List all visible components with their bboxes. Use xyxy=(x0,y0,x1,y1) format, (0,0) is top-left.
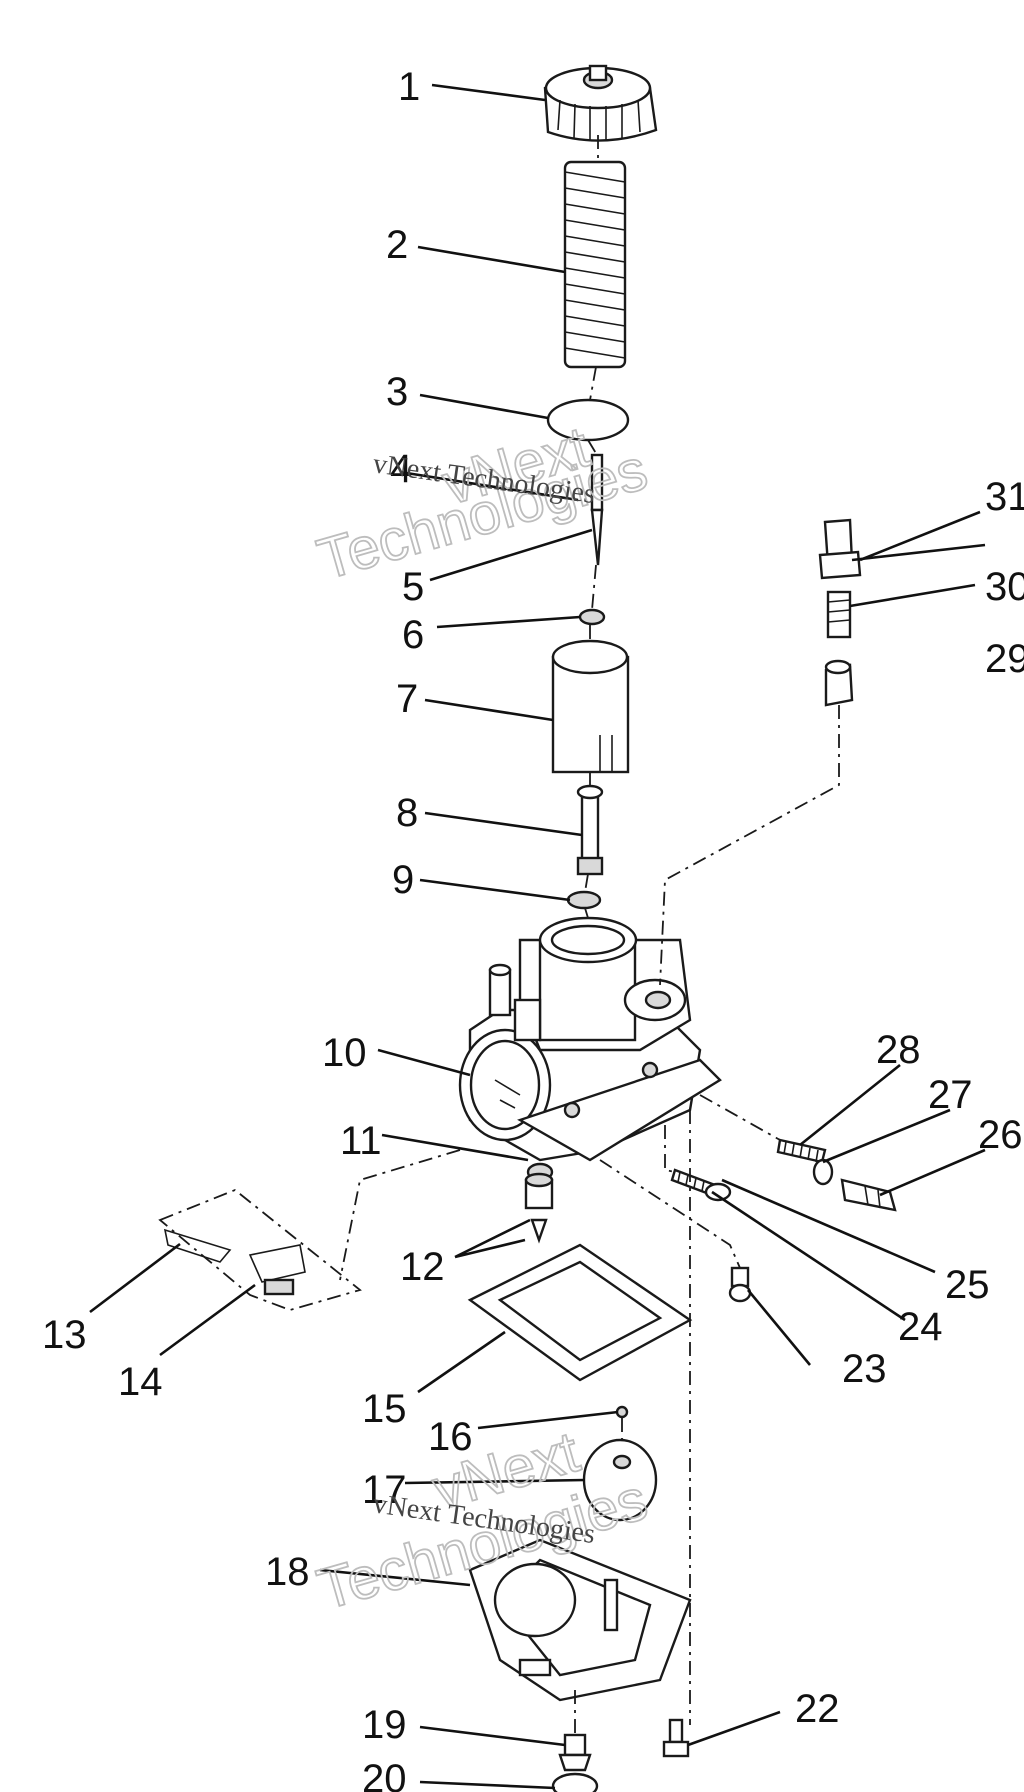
part-throttle-slide xyxy=(551,639,630,774)
callout-30: 30 xyxy=(985,565,1024,609)
callout-31: 31 xyxy=(985,475,1024,519)
callout-15: 15 xyxy=(362,1387,407,1431)
part-drain-plug xyxy=(558,1733,592,1772)
leader-lines xyxy=(89,83,986,1790)
part-idle-screw-assembly xyxy=(776,1138,897,1212)
callout-25: 25 xyxy=(945,1263,990,1307)
part-float-bowl xyxy=(468,1538,692,1702)
callout-11: 11 xyxy=(340,1119,382,1163)
callout-19: 19 xyxy=(362,1703,407,1747)
callout-29: 29 xyxy=(985,637,1024,681)
callout-12: 12 xyxy=(400,1245,445,1289)
part-washer xyxy=(578,608,606,626)
watermark-top: vNext Technologies vNext Technologies xyxy=(310,413,655,593)
callout-16: 16 xyxy=(428,1415,473,1459)
callout-labels: 1 2 3 4 5 6 7 8 9 10 11 12 13 14 15 16 1… xyxy=(42,65,1024,1792)
callout-18: 18 xyxy=(265,1550,310,1594)
callout-26: 26 xyxy=(978,1113,1023,1157)
part-air-screw xyxy=(670,1168,732,1202)
callout-13: 13 xyxy=(42,1313,87,1357)
part-needle xyxy=(590,453,604,566)
part-ball xyxy=(615,1405,629,1419)
callout-17: 17 xyxy=(362,1468,407,1512)
callout-20: 20 xyxy=(362,1757,407,1792)
part-gasket xyxy=(467,1243,693,1382)
callout-1: 1 xyxy=(398,65,420,109)
part-cap xyxy=(543,64,658,142)
callout-28: 28 xyxy=(876,1028,921,1072)
callout-9: 9 xyxy=(392,858,414,902)
callout-7: 7 xyxy=(396,677,418,721)
part-carburetor-body xyxy=(458,916,722,1162)
callout-27: 27 xyxy=(928,1073,973,1117)
callout-10: 10 xyxy=(322,1031,367,1075)
callout-6: 6 xyxy=(402,613,424,657)
callout-5: 5 xyxy=(402,565,424,609)
callout-14: 14 xyxy=(118,1360,163,1404)
part-screw xyxy=(662,1718,690,1758)
callout-22: 22 xyxy=(795,1687,840,1731)
callout-23: 23 xyxy=(842,1347,887,1391)
part-pilot-jet xyxy=(728,1266,752,1303)
callout-4: 4 xyxy=(390,447,412,491)
callout-8: 8 xyxy=(396,791,418,835)
part-needle-jet xyxy=(576,784,604,876)
part-float-valve xyxy=(524,1172,554,1244)
callout-3: 3 xyxy=(386,370,408,414)
part-spring xyxy=(563,160,627,369)
part-float-plate xyxy=(158,1188,362,1311)
part-bottom-seal xyxy=(551,1772,599,1792)
part-washer-small xyxy=(566,890,602,910)
centerlines xyxy=(339,135,840,1735)
part-starter-plunger xyxy=(818,518,862,707)
callout-2: 2 xyxy=(386,223,408,267)
callout-24: 24 xyxy=(898,1305,943,1349)
